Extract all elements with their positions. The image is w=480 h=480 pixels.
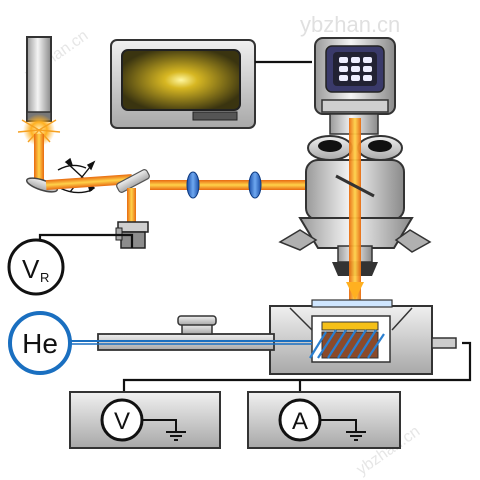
laser-beam-microscope (349, 118, 361, 300)
reference-voltage-meter: V R (7, 233, 134, 296)
dichroic-mirror (335, 174, 375, 198)
ground-icon (142, 419, 186, 441)
watermark-top-right: ybzhan.cn (300, 12, 400, 37)
helium-source: He (8, 311, 72, 375)
helium-label: He (22, 328, 58, 359)
voltmeter-box: V (69, 391, 221, 449)
ground-icon (320, 419, 366, 441)
ammeter-box: A (247, 391, 401, 449)
laser-source (26, 36, 52, 122)
vr-label-sub: R (40, 270, 49, 285)
laser-beam-h1 (45, 174, 133, 191)
ammeter-label: A (292, 408, 308, 435)
lens-2 (248, 171, 262, 199)
helium-gas-line (70, 315, 312, 351)
focus-cone (346, 282, 364, 300)
monitor (110, 39, 256, 129)
laser-beam-vertical (34, 134, 44, 180)
beam-splitter (116, 169, 150, 193)
vr-label-main: V (22, 254, 40, 284)
laser-beam-to-detector (127, 188, 136, 222)
lens-1 (186, 171, 200, 199)
laser-spark (17, 114, 61, 146)
sample-cell (269, 299, 457, 375)
camera (314, 37, 396, 115)
laser-beam-h2 (150, 180, 310, 190)
voltmeter-label: V (114, 408, 130, 435)
